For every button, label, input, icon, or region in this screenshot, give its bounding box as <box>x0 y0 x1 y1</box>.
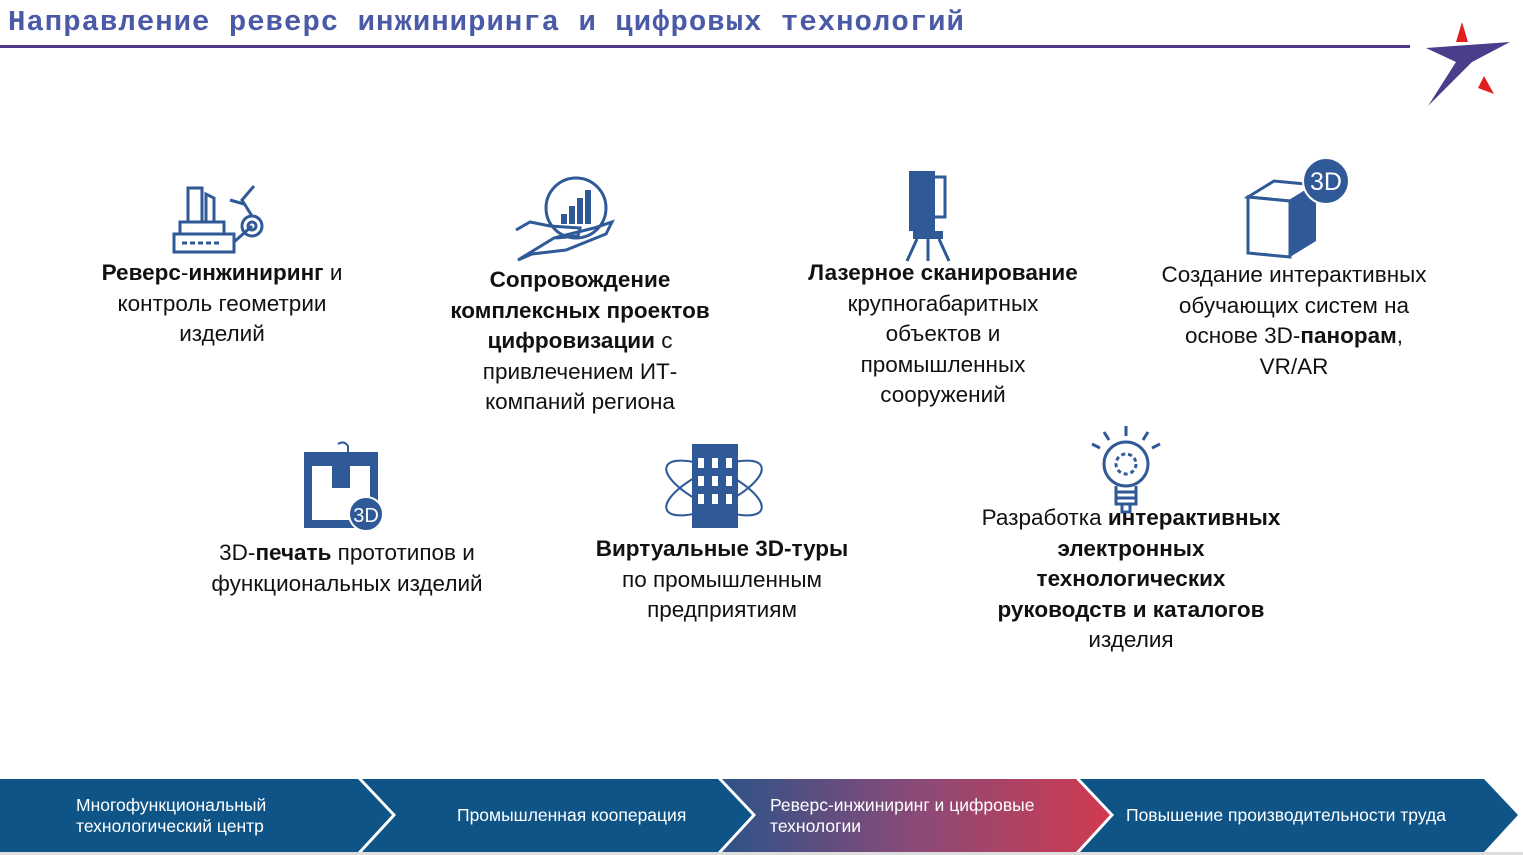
laser-scanner-icon <box>905 167 951 263</box>
text: контроль геометрии <box>117 290 327 316</box>
text: по промышленным <box>622 566 822 592</box>
text: изделия <box>1088 627 1174 652</box>
bold-text: Реверс <box>101 260 181 285</box>
virtual-building-icon <box>660 438 768 532</box>
text: VR/AR <box>1259 353 1329 379</box>
feature-text-line: привлечением ИТ- <box>450 357 709 388</box>
text: , <box>1396 323 1404 348</box>
feature-text-line: промышленных <box>808 350 1078 381</box>
title-divider <box>0 45 1410 48</box>
feature-text-line: объектов и <box>808 319 1078 350</box>
text: Создание интерактивных <box>1161 262 1427 287</box>
feature-text-line: контроль геометрии <box>102 289 343 320</box>
bold-text: цифровизации <box>487 328 655 353</box>
text: объектов и <box>885 321 1001 346</box>
nav-step-label-line2: технологический центр <box>76 815 264 836</box>
bold-text: комплексных проектов <box>450 297 710 323</box>
feature-text-line: изделия <box>982 625 1281 656</box>
feature-text-line: предприятиям <box>596 595 849 626</box>
feature-digitalization-support: Сопровождение комплексных проектов цифрови… <box>450 265 709 418</box>
text: 3D- <box>219 540 256 565</box>
text: Разработка <box>981 505 1108 530</box>
bold-text: панорам <box>1300 323 1397 348</box>
feature-text-line: по промышленным <box>596 565 849 596</box>
bold-text: Виртуальные 3D-туры <box>595 536 849 561</box>
bold-text: технологических <box>1036 566 1226 591</box>
feature-text-line: комплексных проектов <box>450 296 709 327</box>
text: и <box>323 260 343 285</box>
text: сооружений <box>880 382 1006 407</box>
feature-text-line: Разработка интерактивных <box>982 503 1281 534</box>
feature-text-line: крупногабаритных <box>808 289 1078 320</box>
text: крупногабаритных <box>847 290 1039 316</box>
feature-text-line: Реверс-инжиниринг и <box>102 258 343 289</box>
feature-text-line: Создание интерактивных <box>1161 260 1426 291</box>
bold-text: печать <box>255 540 332 565</box>
feature-text-line: компаний региона <box>450 387 709 418</box>
bold-text: руководств и каталогов <box>997 596 1265 622</box>
text: прототипов и <box>331 540 475 565</box>
feature-text-line: Сопровождение <box>450 265 709 296</box>
feature-text-line: цифровизации с <box>450 326 709 357</box>
lightbulb-gear-icon <box>1090 424 1162 516</box>
feature-text-line: изделий <box>102 319 343 350</box>
bold-text: Лазерное сканирование <box>808 260 1078 285</box>
feature-laser-scanning: Лазерное сканирование крупногабаритных объ… <box>808 258 1078 411</box>
feature-text-line: основе 3D-панорам, <box>1161 321 1426 352</box>
text: компаний региона <box>485 389 675 414</box>
nav-step-label: Промышленная кооперация <box>457 805 687 825</box>
nav-step-label-line1: Многофункциональный <box>76 794 267 815</box>
robot-arm-icon <box>170 180 270 256</box>
feature-text-line: технологических <box>982 564 1281 595</box>
process-nav-bar <box>0 779 1523 855</box>
bold-text: электронных <box>1057 535 1205 561</box>
star-logo <box>1422 18 1512 108</box>
bold-text: инжиниринг <box>188 260 324 285</box>
3d-cube-icon: 3D <box>1244 157 1350 261</box>
feature-text-line: электронных <box>982 534 1281 565</box>
hand-chart-icon <box>514 174 616 262</box>
nav-step-label-line1: Реверс-инжиниринг и цифровые <box>770 794 1035 815</box>
text: промышленных <box>860 351 1026 377</box>
text: изделий <box>179 321 265 346</box>
text: функциональных изделий <box>211 570 483 596</box>
nav-step-label-line2: технологии <box>770 815 862 836</box>
feature-text-line: 3D-печать прототипов и <box>211 538 482 569</box>
printer-3d-label: 3D <box>353 505 379 527</box>
text: обучающих систем на <box>1178 292 1410 318</box>
nav-step-label: Повышение производительности труда <box>1126 805 1446 825</box>
feature-text-line: руководств и каталогов <box>982 595 1281 626</box>
feature-text-line: сооружений <box>808 380 1078 411</box>
cube-3d-label: 3D <box>1310 168 1342 196</box>
text: - <box>180 260 189 285</box>
feature-virtual-tours: Виртуальные 3D-туры по промышленным предпр… <box>596 534 849 626</box>
feature-text-line: VR/AR <box>1161 352 1426 383</box>
bold-text: интерактивных <box>1107 505 1281 530</box>
3d-printer-icon: 3D <box>302 440 386 532</box>
text: с <box>654 328 673 353</box>
nav-step-industrial-cooperation[interactable]: Промышленная кооперация <box>457 779 686 852</box>
bold-text: Сопровождение <box>489 267 671 292</box>
feature-interactive-training: Создание интерактивных обучающих систем н… <box>1161 260 1426 382</box>
feature-text-line: Виртуальные 3D-туры <box>596 534 849 565</box>
text: предприятиям <box>647 597 797 622</box>
feature-text-line: обучающих систем на <box>1161 291 1426 322</box>
feature-text-line: Лазерное сканирование <box>808 258 1078 289</box>
feature-text-line: функциональных изделий <box>211 569 482 600</box>
text: основе 3D- <box>1184 323 1301 348</box>
text: привлечением ИТ- <box>482 358 678 384</box>
page-title: Направление реверс инжиниринга и цифровы… <box>8 6 965 39</box>
nav-step-productivity[interactable]: Повышение производительности труда <box>1126 779 1446 852</box>
